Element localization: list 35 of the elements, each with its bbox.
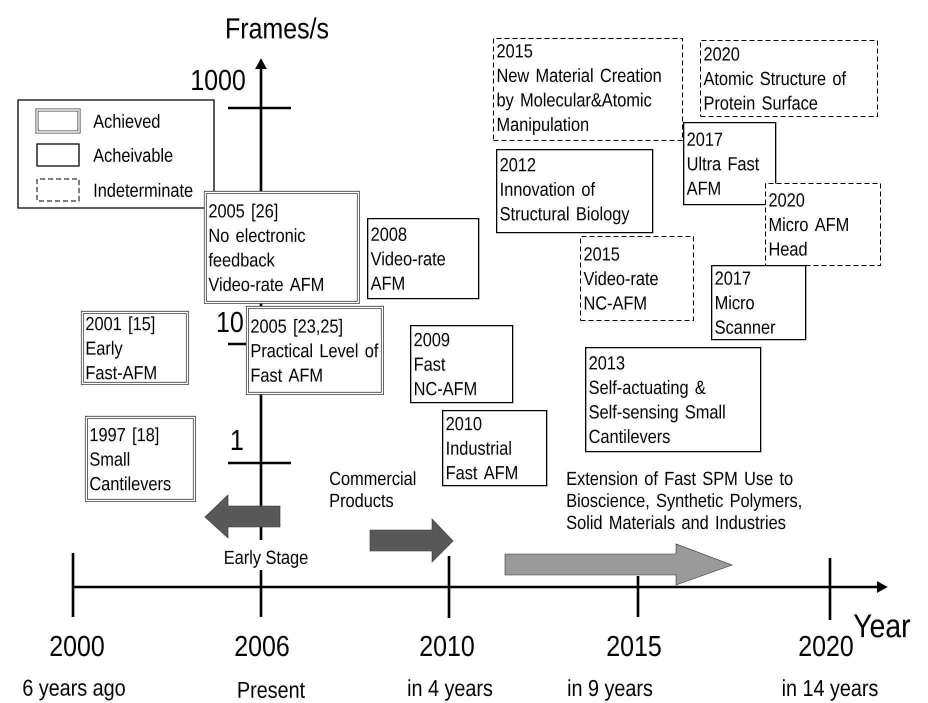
milestone-box: 2010 Industrial Fast AFM — [442, 410, 548, 486]
milestone-box: 2017 Micro Scanner — [711, 265, 806, 340]
milestone-box: 2020 Micro AFM Head — [765, 183, 881, 266]
time-label: 6 years ago — [23, 680, 125, 700]
legend-label: Achieved — [93, 114, 160, 128]
arrow-label: Early Stage — [225, 550, 308, 568]
milestone-box: 2008 Video-rate AFM — [367, 218, 480, 300]
milestone-box: 2005 [26] No electronic feedback Video-rate AFM — [204, 190, 360, 304]
tick-label: 1000 — [192, 70, 245, 90]
arrow-label: Commercial Products — [330, 471, 416, 508]
milestone-box: 2012 Innovation of Structural Biology — [496, 149, 654, 234]
tick-label: 10 — [218, 312, 243, 332]
year-label: 2015 — [608, 636, 661, 656]
milestone-box: 2015 New Material Creation by Molecular&Atomic Manipulation — [493, 38, 683, 141]
milestone-box: 2001 [15] Early Fast-AFM — [80, 310, 189, 385]
year-label: 2010 — [420, 636, 474, 656]
legend-label: Indeterminate — [94, 183, 192, 197]
milestone-box: 2020 Atomic Structure of Protein Surface — [700, 40, 878, 117]
time-label: Present — [238, 682, 305, 698]
time-label: in 14 years — [782, 679, 878, 701]
legend-label: Acheivable — [93, 148, 172, 162]
axis-title: Frames/s — [227, 17, 328, 39]
milestone-box: 1997 [18] Small Cantilevers — [84, 416, 196, 502]
milestone-box: 2009 Fast NC-AFM — [410, 325, 514, 404]
year-label: 2000 — [50, 636, 104, 656]
milestone-box: 2015 Video-rate NC-AFM — [580, 236, 694, 321]
year-label: 2006 — [236, 636, 289, 656]
tick-label: 1 — [232, 430, 243, 450]
time-label: in 4 years — [408, 679, 492, 701]
time-label: in 9 years — [568, 679, 652, 701]
axis-title: Year — [854, 614, 910, 638]
milestone-box: 2005 [23,25] Practical Level of Fast AFM — [246, 306, 384, 395]
arrow-label: Extension of Fast SPM Use to Bioscience, Synthetic Polymers, Solid Materials and Industries — [566, 471, 801, 530]
year-label: 2020 — [800, 636, 853, 656]
milestone-box: 2013 Self-actuating & Self-sensing Small Cantilevers — [585, 347, 762, 452]
